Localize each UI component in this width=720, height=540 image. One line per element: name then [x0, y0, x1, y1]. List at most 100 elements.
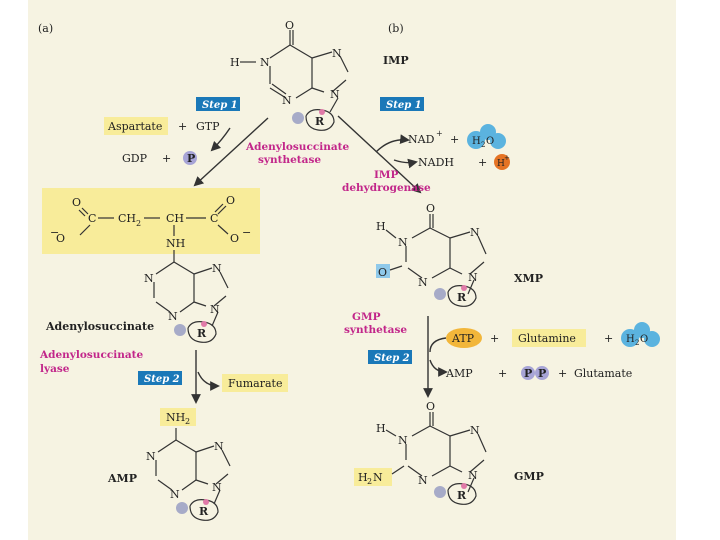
gmp-ribose-r: R [457, 489, 467, 502]
imp-oxygen: O [285, 19, 294, 32]
water2-sub: 2 [635, 339, 639, 347]
succ-ch: CH [166, 212, 184, 225]
step-2-a-badge [138, 371, 182, 385]
gmp-h2n-sub: 2 [367, 477, 372, 486]
gmp-label: GMP [514, 470, 544, 483]
ppi-p1: P [524, 367, 532, 380]
step-2-a-label: Step 2 [144, 374, 180, 385]
xmp-n7: N [470, 226, 480, 239]
succinyl-highlight [42, 188, 260, 254]
amp-n3: N [170, 488, 180, 501]
impdh-label-2: dehydrogenase [342, 182, 431, 194]
amp-ribose-r: R [199, 505, 209, 518]
phosphate-icon [183, 151, 197, 165]
succ-o1: O [72, 196, 81, 209]
gmp-ribose-ball-icon [434, 486, 446, 498]
atp-label: ATP [451, 332, 475, 345]
water2-o: O [640, 334, 648, 345]
succ-nh: NH [166, 237, 185, 250]
gmp-h1: H [376, 422, 386, 435]
step-1-a-badge [196, 97, 240, 111]
panel-label-a: (a) [38, 22, 53, 35]
h-plus-icon [494, 154, 510, 170]
adsuc-n3: N [168, 310, 178, 323]
phosphate-p: P [187, 152, 195, 165]
aspartate-highlight [104, 117, 168, 135]
adsuc-n1: N [144, 272, 154, 285]
gmp-n1: N [398, 434, 408, 447]
adsl-label-1: Adenylosuccinate [39, 349, 144, 361]
imp-n9: N [330, 88, 340, 101]
succ-o2: O [226, 194, 235, 207]
succ-o1-minus: O [56, 232, 65, 245]
glutamine-label: Glutamine [518, 332, 576, 345]
succ-minus-2: − [242, 226, 251, 239]
xmp-o2-highlight [376, 264, 390, 278]
amp-nh2-sub: 2 [185, 417, 190, 426]
plus-aspartate-gtp: + [178, 120, 187, 133]
adsuc-n7: N [212, 262, 222, 275]
xmp-o6: O [426, 202, 435, 215]
plus-nadh-h: + [478, 156, 487, 169]
arrow-nad-in [375, 134, 410, 153]
amp-product-label: AMP [445, 367, 473, 380]
nad-sup: + [436, 129, 443, 138]
succ-c2: C [210, 212, 218, 225]
succ-c1: C [88, 212, 96, 225]
arrow-atp-in [429, 337, 447, 353]
xmp-n3: N [418, 276, 428, 289]
atp-highlight [446, 328, 482, 348]
imp-n7: N [332, 47, 342, 60]
amp-n9: N [212, 481, 222, 494]
gmp-h2n-n: N [373, 471, 383, 484]
arrow-nadh-out [393, 158, 418, 169]
nadh-label: NADH [418, 156, 454, 169]
adss-label-1: Adenylosuccinate [245, 141, 350, 153]
pyrophosphate-p1-icon [521, 366, 535, 380]
succinyl-group: O C O − CH 2 CH C O O − NH [50, 194, 251, 250]
xmp-n1: N [398, 236, 408, 249]
amp-n7: N [214, 440, 224, 453]
arrow-imp-to-adenylosuccinate [193, 117, 269, 187]
water2-h: H [626, 334, 635, 345]
plus-ppi-glu: + [558, 367, 567, 380]
xmp-ribose-r: R [457, 291, 467, 304]
succ-ch2-sub: 2 [136, 219, 141, 228]
amp-nh2-highlight [160, 408, 196, 426]
gtp-label: GTP [196, 120, 220, 133]
glutamate-label: Glutamate [574, 367, 632, 380]
adss-label-2: synthetase [258, 154, 321, 166]
glutamine-highlight [512, 329, 586, 347]
plus-amp-ppi: + [498, 367, 507, 380]
h-plus-h: H [497, 159, 505, 169]
gmps-label-1: GMP [352, 311, 381, 323]
water-icon: H 2 O [467, 124, 506, 149]
xmp-ribose-ball-icon [434, 288, 446, 300]
step-1-b-label: Step 1 [386, 100, 422, 111]
amp-nh2: NH [166, 411, 185, 424]
amp-label: AMP [107, 472, 137, 485]
aspartate-label: Aspartate [107, 120, 162, 133]
gmp-n9: N [468, 469, 478, 482]
xmp-n9: N [468, 271, 478, 284]
plus-gdp-p: + [162, 152, 171, 165]
succ-o2-minus: O [230, 232, 239, 245]
xmp-label: XMP [514, 272, 543, 285]
adsuc-n9: N [210, 303, 220, 316]
step-1-a-label: Step 1 [202, 100, 238, 111]
ribose-phosphate-ball-icon [292, 112, 304, 124]
gmp-n7: N [470, 424, 480, 437]
gmp-h2n-highlight [354, 468, 392, 486]
amp-purine: N N N N R [146, 428, 231, 521]
gmp-o6: O [426, 400, 435, 413]
water-h: H [472, 136, 481, 147]
adsl-label-2: lyase [40, 363, 70, 375]
xmp-h1: H [376, 220, 386, 233]
ppi-p2: P [538, 367, 546, 380]
arrow-amp-out [429, 359, 448, 377]
step-2-b-label: Step 2 [374, 353, 410, 364]
arrow-imp-to-xmp [337, 115, 422, 194]
imp-n3: N [282, 94, 292, 107]
imp-hydrogen: H [230, 56, 240, 69]
